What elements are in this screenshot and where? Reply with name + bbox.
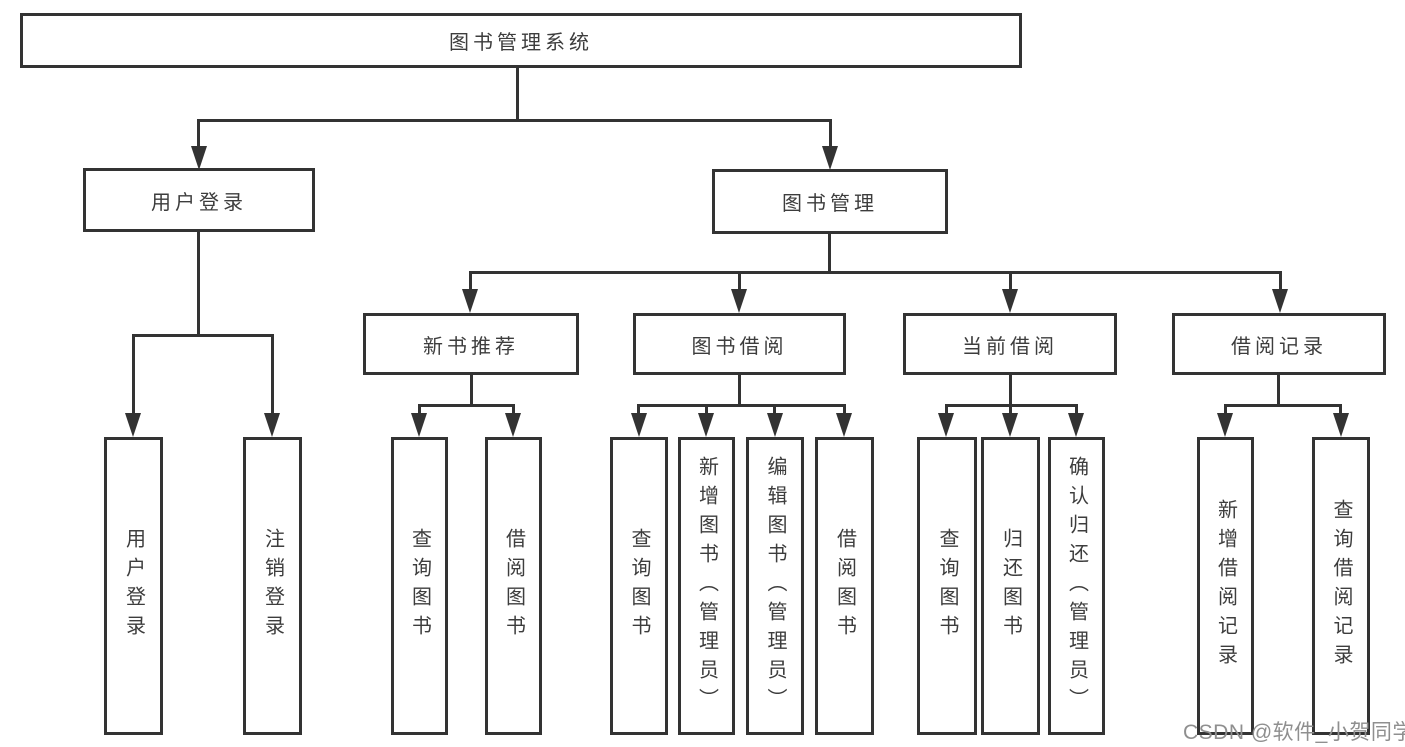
leaf-add-book-admin-label: 新增图书（管理员） <box>695 455 718 717</box>
arrow-down-icon <box>1002 413 1018 437</box>
connector-v-line <box>418 406 421 416</box>
node-new-book-recommend: 新书推荐 <box>363 313 579 375</box>
connector-v-line <box>705 406 708 416</box>
arrow-down-icon <box>462 289 478 313</box>
node-user-login-label: 用户登录 <box>151 191 247 214</box>
leaf-query-books-1: 查询图书 <box>391 437 448 735</box>
connector-v-line <box>1279 273 1282 291</box>
connector-h-line <box>132 334 274 337</box>
arrow-down-icon <box>125 413 141 437</box>
connector-v-line <box>738 375 741 406</box>
node-book-borrowing-label: 图书借阅 <box>691 335 788 358</box>
arrow-down-icon <box>767 413 783 437</box>
leaf-query-books-3: 查询图书 <box>917 437 977 735</box>
node-borrowing-records: 借阅记录 <box>1172 313 1386 375</box>
connector-v-line <box>829 121 832 149</box>
arrow-down-icon <box>1333 413 1349 437</box>
arrow-down-icon <box>731 289 747 313</box>
connector-h-line <box>1224 404 1342 407</box>
connector-v-line <box>197 121 200 149</box>
connector-v-line <box>1009 375 1012 406</box>
connector-v-line <box>1224 406 1227 416</box>
arrow-down-icon <box>631 413 647 437</box>
node-current-borrowing: 当前借阅 <box>903 313 1117 375</box>
connector-v-line <box>516 68 519 121</box>
node-library-system: 图书管理系统 <box>20 13 1022 68</box>
node-new-book-recommend-label: 新书推荐 <box>423 335 519 358</box>
node-current-borrowing-label: 当前借阅 <box>962 335 1058 358</box>
arrow-down-icon <box>505 413 521 437</box>
connector-v-line <box>1009 406 1012 416</box>
leaf-edit-book-admin-label: 编辑图书（管理员） <box>764 455 786 717</box>
connector-v-line <box>470 375 473 406</box>
node-user-login: 用户登录 <box>83 168 315 232</box>
connector-v-line <box>469 273 472 291</box>
arrow-down-icon <box>836 413 852 437</box>
arrow-down-icon <box>938 413 954 437</box>
connector-v-line <box>773 406 776 416</box>
arrow-down-icon <box>822 146 838 170</box>
node-borrowing-records-label: 借阅记录 <box>1231 335 1327 358</box>
leaf-user-login: 用户登录 <box>104 437 163 735</box>
leaf-add-book-admin: 新增图书（管理员） <box>678 437 735 735</box>
leaf-logout-label: 注销登录 <box>261 528 284 644</box>
connector-v-line <box>738 273 741 291</box>
leaf-query-books-2-label: 查询图书 <box>628 528 650 644</box>
leaf-query-books-2: 查询图书 <box>610 437 668 735</box>
arrow-down-icon <box>1272 289 1288 313</box>
connector-v-line <box>945 406 948 416</box>
arrow-down-icon <box>1217 413 1233 437</box>
connector-v-line <box>637 406 640 416</box>
arrow-down-icon <box>698 413 714 437</box>
connector-v-line <box>843 406 846 416</box>
leaf-query-borrow-record-label: 查询借阅记录 <box>1330 499 1352 673</box>
connector-h-line <box>469 271 1282 274</box>
watermark: CSDN @软件_小贺同学 <box>1183 721 1405 744</box>
leaf-user-login-label: 用户登录 <box>122 528 145 644</box>
connector-h-line <box>197 119 832 122</box>
leaf-borrow-books-1-label: 借阅图书 <box>502 528 525 644</box>
connector-v-line <box>1339 406 1342 416</box>
connector-v-line <box>132 336 135 416</box>
leaf-return-books: 归还图书 <box>981 437 1040 735</box>
connector-v-line <box>1277 375 1280 406</box>
connector-h-line <box>637 404 846 407</box>
connector-v-line <box>512 406 515 416</box>
leaf-query-borrow-record: 查询借阅记录 <box>1312 437 1370 735</box>
connector-v-line <box>271 336 274 416</box>
leaf-confirm-return-admin-label: 确认归还（管理员） <box>1065 455 1088 717</box>
leaf-logout: 注销登录 <box>243 437 302 735</box>
leaf-return-books-label: 归还图书 <box>999 528 1022 644</box>
leaf-query-books-3-label: 查询图书 <box>936 528 958 644</box>
node-book-management-label: 图书管理 <box>782 193 878 215</box>
leaf-borrow-books-2: 借阅图书 <box>815 437 874 735</box>
arrow-down-icon <box>1002 289 1018 313</box>
arrow-down-icon <box>191 146 207 170</box>
connector-v-line <box>197 232 200 336</box>
arrow-down-icon <box>264 413 280 437</box>
connector-v-line <box>1009 273 1012 291</box>
leaf-add-borrow-record: 新增借阅记录 <box>1197 437 1254 735</box>
leaf-borrow-books-2-label: 借阅图书 <box>833 528 856 644</box>
connector-h-line <box>945 404 1078 407</box>
connector-h-line <box>418 404 515 407</box>
arrow-down-icon <box>1068 413 1084 437</box>
leaf-confirm-return-admin: 确认归还（管理员） <box>1048 437 1105 735</box>
leaf-edit-book-admin: 编辑图书（管理员） <box>746 437 804 735</box>
leaf-add-borrow-record-label: 新增借阅记录 <box>1214 499 1237 673</box>
node-library-system-label: 图书管理系统 <box>449 32 593 54</box>
node-book-borrowing: 图书借阅 <box>633 313 846 375</box>
connector-v-line <box>1075 406 1078 416</box>
arrow-down-icon <box>411 413 427 437</box>
leaf-query-books-1-label: 查询图书 <box>408 528 431 644</box>
leaf-borrow-books-1: 借阅图书 <box>485 437 542 735</box>
connector-v-line <box>828 234 831 273</box>
node-book-management: 图书管理 <box>712 169 948 234</box>
